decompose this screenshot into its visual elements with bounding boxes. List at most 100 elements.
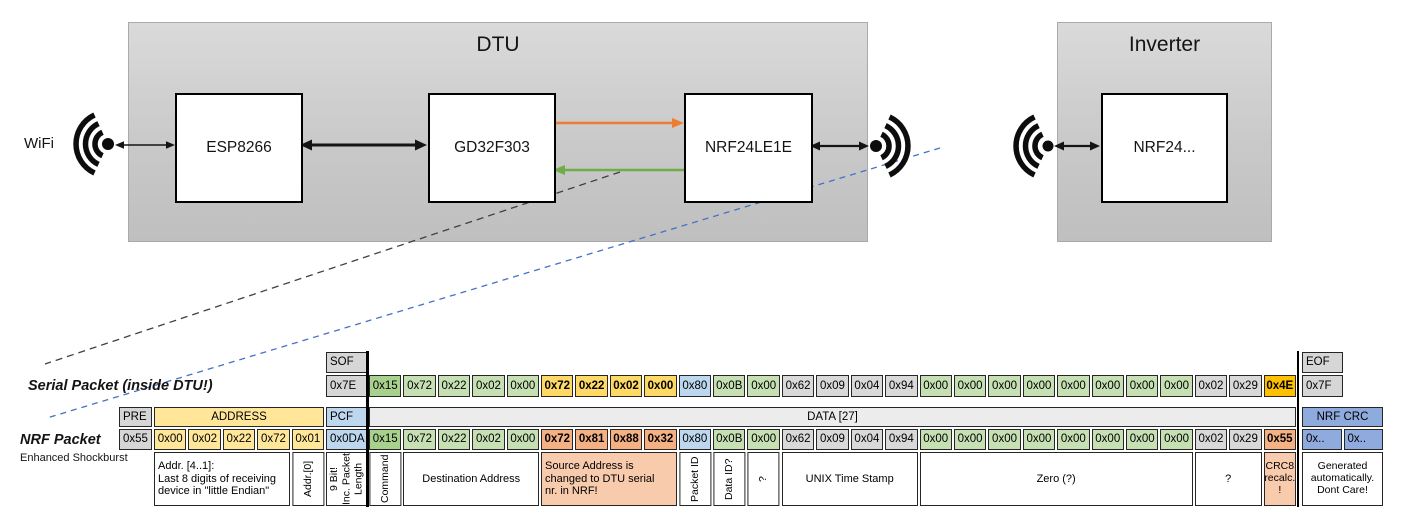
eof-header-cell: EOF xyxy=(1302,352,1343,373)
annotation-cell: 9 Bit! Inc. Packet Length xyxy=(326,452,367,506)
serial-byte-cell: 0x22 xyxy=(575,375,608,397)
nrf-byte-cell: 0x00 xyxy=(988,429,1021,450)
nrf24le1e-box: NRF24LE1E xyxy=(684,93,813,203)
serial-byte-cell: 0x00 xyxy=(747,375,780,397)
nrf-byte-cell: 0x00 xyxy=(1057,429,1090,450)
serial-byte-cell: 0x62 xyxy=(781,375,815,397)
serial-byte-cell: 0x72 xyxy=(541,375,574,397)
pcf-header-cell: PCF xyxy=(326,407,367,427)
nrf-byte-cell: 0x04 xyxy=(850,429,884,450)
nrf-byte-cell: 0x00 xyxy=(1091,429,1124,450)
nrf-byte-cell: 0x62 xyxy=(781,429,815,450)
annotation-cell: Addr.[0] xyxy=(291,452,325,506)
nrf-byte-cell: 0x15 xyxy=(369,429,402,450)
nrf-byte-cell: 0x00 xyxy=(1160,429,1193,450)
annotation-cell: Zero (?) xyxy=(919,452,1193,506)
nrf-byte-cell: 0x88 xyxy=(609,429,643,450)
serial-packet-leader-dashed-line xyxy=(44,171,621,365)
serial-byte-cell: 0x09 xyxy=(816,375,849,397)
nrf-byte-cell: 0x00 xyxy=(1125,429,1159,450)
address-byte-cell: 0x00 xyxy=(154,429,187,450)
serial-byte-cell: 0x02 xyxy=(1194,375,1228,397)
gd32f303-box: GD32F303 xyxy=(428,93,556,203)
data-end-boundary-line xyxy=(1297,351,1300,507)
dtu-title: DTU xyxy=(476,33,520,56)
wifi-icon-inverter xyxy=(1013,114,1054,178)
annotation-cell: Generated automatically. Dont Care! xyxy=(1302,452,1383,506)
nrf-byte-cell: 0x02 xyxy=(1194,429,1228,450)
address-byte-cell: 0x22 xyxy=(222,429,256,450)
annotation-cell: ? xyxy=(747,452,780,506)
serial-byte-cell: 0x15 xyxy=(369,375,402,397)
pre-header-cell: PRE xyxy=(119,407,152,427)
nrf-byte-cell: 0x72 xyxy=(403,429,436,450)
nrf-byte-cell: 0x32 xyxy=(644,429,677,450)
serial-byte-cell: 0x00 xyxy=(1057,375,1090,397)
serial-byte-cell: 0x00 xyxy=(953,375,987,397)
nrf-byte-cell: 0x55 xyxy=(1263,429,1296,450)
serial-byte-cell: 0x0B xyxy=(713,375,746,397)
esp8266-box: ESP8266 xyxy=(175,93,303,203)
inverter-wifi-nrf24-arrow xyxy=(1054,141,1100,151)
inverter-nrf24-box: NRF24... xyxy=(1101,93,1228,203)
annotation-cell: Data ID? xyxy=(713,452,746,506)
serial-byte-cell: 0x00 xyxy=(1125,375,1159,397)
serial-byte-cell: 0x02 xyxy=(472,375,505,397)
nrf-byte-cell: 0x00 xyxy=(953,429,987,450)
nrf-byte-cell: 0x22 xyxy=(437,429,471,450)
nrf-byte-cell: 0x00 xyxy=(919,429,952,450)
serial-byte-cell: 0x00 xyxy=(1160,375,1193,397)
data-start-boundary-line xyxy=(366,351,369,507)
serial-byte-cell: 0x04 xyxy=(850,375,884,397)
serial-byte-cell: 0x29 xyxy=(1229,375,1262,397)
address-byte-cell: 0x02 xyxy=(188,429,221,450)
annotation-cell: Source Address is changed to DTU serial … xyxy=(541,452,677,506)
serial-byte-cell: 0x00 xyxy=(506,375,540,397)
data-header-cell: DATA [27] xyxy=(369,407,1296,427)
nrf-byte-cell: 0x09 xyxy=(816,429,849,450)
annotation-cell: Destination Address xyxy=(403,452,540,506)
annotation-cell: Addr. [4..1]: Last 8 digits of receiving… xyxy=(154,452,290,506)
annotation-cell: Command xyxy=(369,452,402,506)
nrf-byte-cell: 0x80 xyxy=(678,429,712,450)
serial-packet-label: Serial Packet (inside DTU!) xyxy=(28,378,213,394)
annotation-cell: CRC8 recalc. ! xyxy=(1263,452,1296,506)
nrf-crc-value-cell: 0x.. xyxy=(1343,429,1383,450)
wifi-esp8266-arrow xyxy=(115,141,175,149)
serial-byte-cell: 0x72 xyxy=(403,375,436,397)
annotation-cell: UNIX Time Stamp xyxy=(781,452,918,506)
address-byte-cell: 0x72 xyxy=(257,429,290,450)
serial-byte-cell: 0x00 xyxy=(644,375,677,397)
serial-byte-cell: 0x00 xyxy=(1091,375,1124,397)
gd32-nrf-orange-arrow xyxy=(553,118,684,128)
nrf-wifi-arrow xyxy=(810,141,869,151)
pcf-value-cell: 0x0DA xyxy=(326,429,367,450)
nrf-byte-cell: 0x00 xyxy=(747,429,780,450)
esp8266-gd32-arrow xyxy=(300,139,427,151)
serial-byte-cell: 0x94 xyxy=(885,375,918,397)
nrf-byte-cell: 0x00 xyxy=(506,429,540,450)
nrf-crc-header-cell: NRF CRC xyxy=(1302,407,1383,427)
enhanced-shockburst-label: Enhanced Shockburst xyxy=(20,452,128,464)
serial-byte-cell: 0x4E xyxy=(1263,375,1296,397)
annotation-cell: ? xyxy=(1194,452,1262,506)
serial-byte-cell: 0x22 xyxy=(437,375,471,397)
wifi-icon-dtu-left xyxy=(73,112,114,176)
sof-value-cell: 0x7E xyxy=(326,375,367,397)
inverter-title: Inverter xyxy=(1128,33,1201,56)
nrf-packet-label: NRF Packet xyxy=(20,431,101,448)
inverter-container: Inverter xyxy=(1057,22,1272,242)
serial-byte-cell: 0x00 xyxy=(919,375,952,397)
sof-header-cell: SOF xyxy=(326,352,367,373)
address-byte-cell: 0x01 xyxy=(291,429,325,450)
wifi-label: WiFi xyxy=(24,135,54,152)
serial-byte-cell: 0x80 xyxy=(678,375,712,397)
nrf-byte-cell: 0x94 xyxy=(885,429,918,450)
nrf-byte-cell: 0x81 xyxy=(575,429,608,450)
annotation-cell: Packet ID xyxy=(678,452,712,506)
nrf-gd32-green-arrow xyxy=(553,165,684,175)
nrf-crc-value-cell: 0x.. xyxy=(1302,429,1342,450)
nrf-byte-cell: 0x00 xyxy=(1022,429,1056,450)
